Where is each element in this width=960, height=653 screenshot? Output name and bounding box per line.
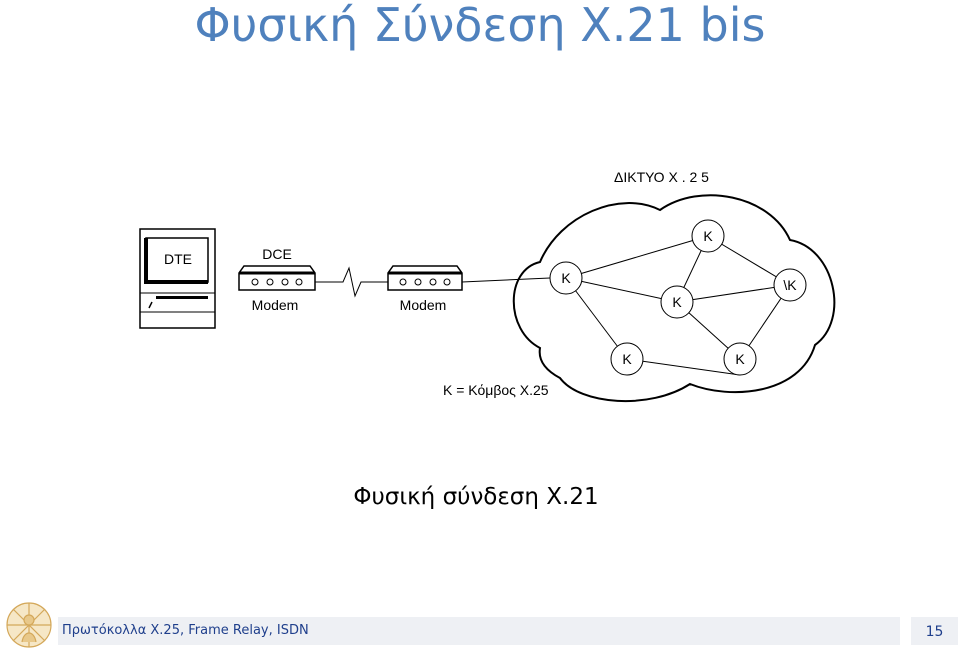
transmission-line (315, 266, 390, 298)
node-k5: K (610, 342, 644, 376)
node-legend: K = Κόμβος Χ.25 (443, 382, 549, 398)
dce-label: DCE (262, 246, 292, 262)
dte-computer-icon: DTE (139, 228, 216, 329)
diagram-caption: Φυσική σύνδεση X.21 (353, 484, 599, 510)
modem-right-label: Modem (400, 297, 447, 313)
footer-bar: Πρωτόκολλα Χ.25, Frame Relay, ISDN (58, 617, 900, 645)
svg-text:K: K (561, 270, 571, 286)
svg-text:K: K (672, 294, 682, 310)
link-k5-k6 (626, 358, 741, 376)
access-link (461, 277, 551, 283)
link-k1-k5 (565, 277, 628, 360)
link-k1-k3 (565, 277, 678, 303)
node-k2: K (691, 219, 725, 253)
node-k4: \K (773, 268, 807, 302)
x21-connection-diagram: K K K \K K K ΔΙΚΤΥΟ Χ . 2 5 K = Κόμβος Χ… (139, 169, 836, 403)
link-k1-k2 (565, 235, 709, 279)
modem-left-icon (238, 265, 316, 291)
modem-left-label: Modem (252, 297, 299, 313)
network-label: ΔΙΚΤΥΟ Χ . 2 5 (614, 169, 709, 185)
link-k3-k4 (676, 284, 791, 303)
node-k1: K (549, 261, 583, 295)
university-logo-icon (6, 602, 52, 648)
modem-right-icon (387, 265, 463, 291)
node-k3: K (660, 285, 694, 319)
svg-text:DTE: DTE (164, 251, 192, 267)
svg-text:K: K (735, 351, 745, 367)
svg-text:\K: \K (783, 277, 797, 293)
node-k6: K (723, 342, 757, 376)
svg-text:K: K (703, 228, 713, 244)
footer-course-title: Πρωτόκολλα Χ.25, Frame Relay, ISDN (62, 623, 309, 638)
svg-text:K: K (622, 351, 632, 367)
slide-title: Φυσική Σύνδεση X.21 bis (194, 0, 766, 52)
page-number: 15 (911, 617, 958, 645)
